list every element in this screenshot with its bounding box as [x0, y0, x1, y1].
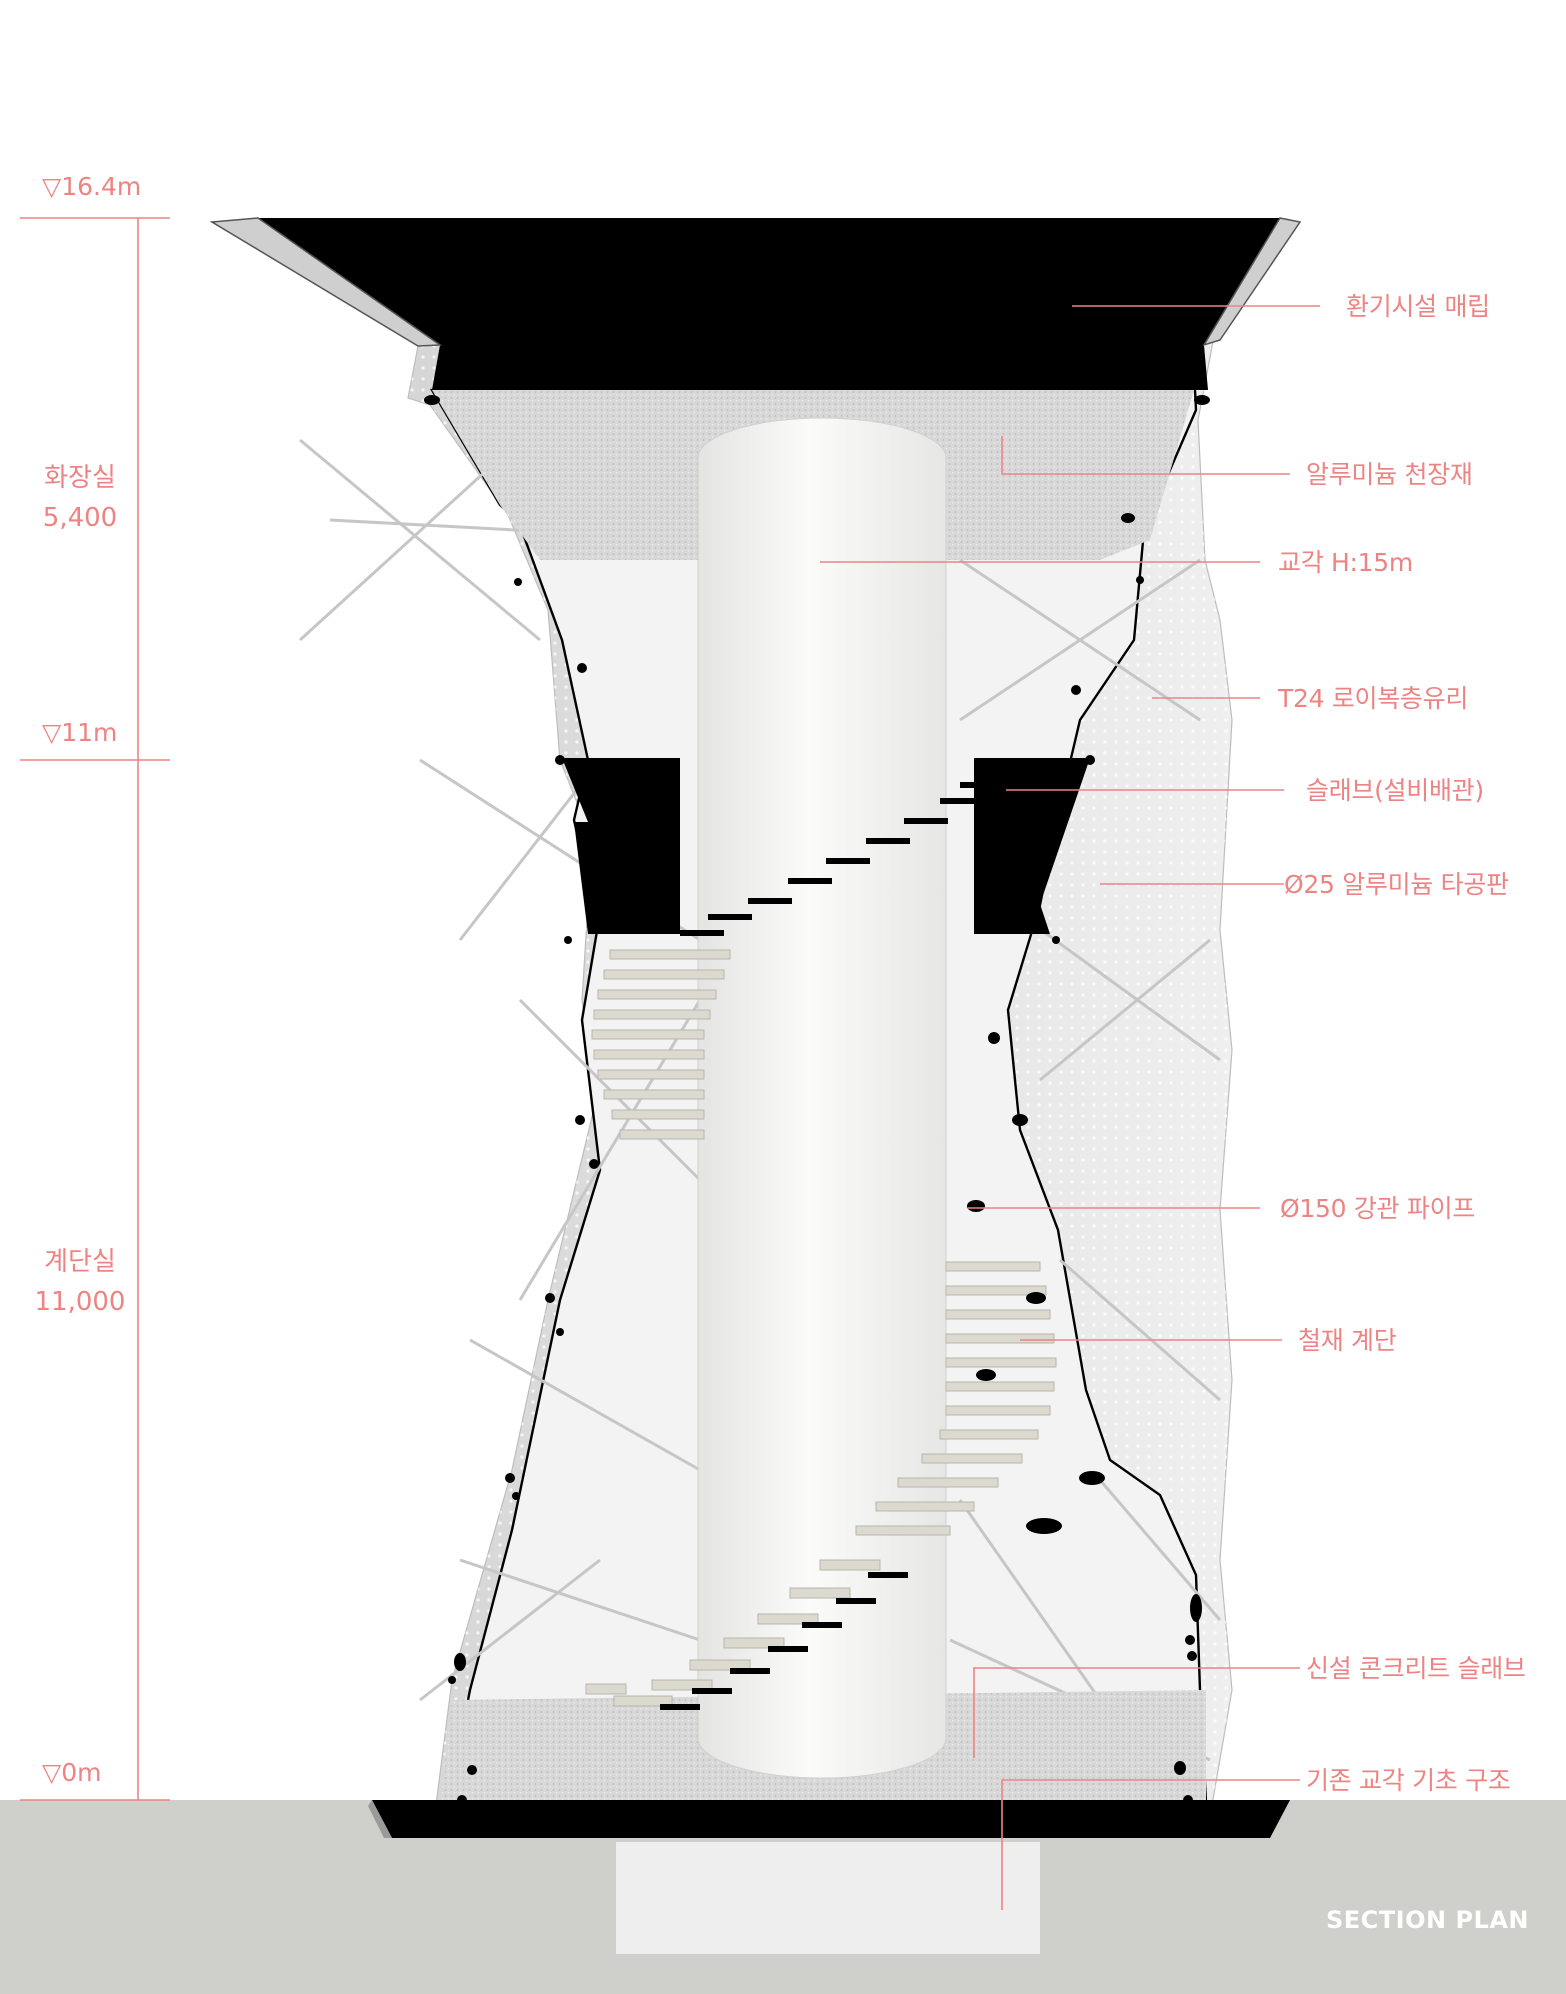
callout-foundation: 기존 교각 기초 구조 — [1306, 1766, 1511, 1795]
callout-ceiling: 알루미늄 천장재 — [1306, 460, 1473, 489]
roof-edge — [209, 217, 443, 347]
level-ground-label: ▽0m — [42, 1758, 102, 1787]
stair-rear-left — [591, 949, 731, 1140]
callout-new-slab: 신설 콘크리트 슬래브 — [1306, 1654, 1526, 1683]
roof-slab — [258, 218, 1280, 390]
callout-stair: 철재 계단 — [1298, 1326, 1397, 1355]
dimension-guide — [20, 217, 170, 1801]
level-top-label: ▽16.4m — [42, 172, 142, 201]
existing-foundation — [616, 1842, 1040, 1954]
roof-edge-right — [1202, 217, 1302, 347]
leader-lines — [820, 305, 1320, 1910]
stair-upper — [680, 782, 1004, 936]
callout-ventilation: 환기시설 매립 — [1346, 292, 1490, 321]
zone-restroom-name: 화장실 — [44, 463, 116, 493]
zone-stairwell: 계단실 11,000 — [0, 1242, 160, 1322]
zone-restroom: 화장실 5,400 — [0, 458, 160, 538]
section-plan-title: SECTION PLAN — [1326, 1906, 1529, 1934]
zone-restroom-value: 5,400 — [42, 503, 118, 533]
new-concrete-slab — [372, 1800, 1290, 1838]
pipe-nodes — [424, 395, 1210, 1805]
pier-column — [697, 417, 947, 1779]
callout-pipe: Ø150 강관 파이프 — [1280, 1194, 1475, 1223]
stair-rear-right — [855, 1261, 1057, 1536]
level-mid-label: ▽11m — [42, 718, 118, 747]
slab-edge — [368, 1800, 392, 1838]
slab-left — [562, 758, 680, 934]
stair-lower — [585, 1559, 908, 1710]
callout-pier: 교각 H:15m — [1278, 548, 1413, 577]
callout-perforated: Ø25 알루미늄 타공판 — [1284, 870, 1509, 899]
zone-stairwell-value: 11,000 — [34, 1287, 126, 1317]
callout-glass: T24 로이복층유리 — [1278, 684, 1469, 713]
slab-right — [974, 758, 1090, 934]
zone-stairwell-name: 계단실 — [44, 1247, 116, 1277]
callout-slab: 슬래브(설비배관) — [1306, 776, 1484, 805]
